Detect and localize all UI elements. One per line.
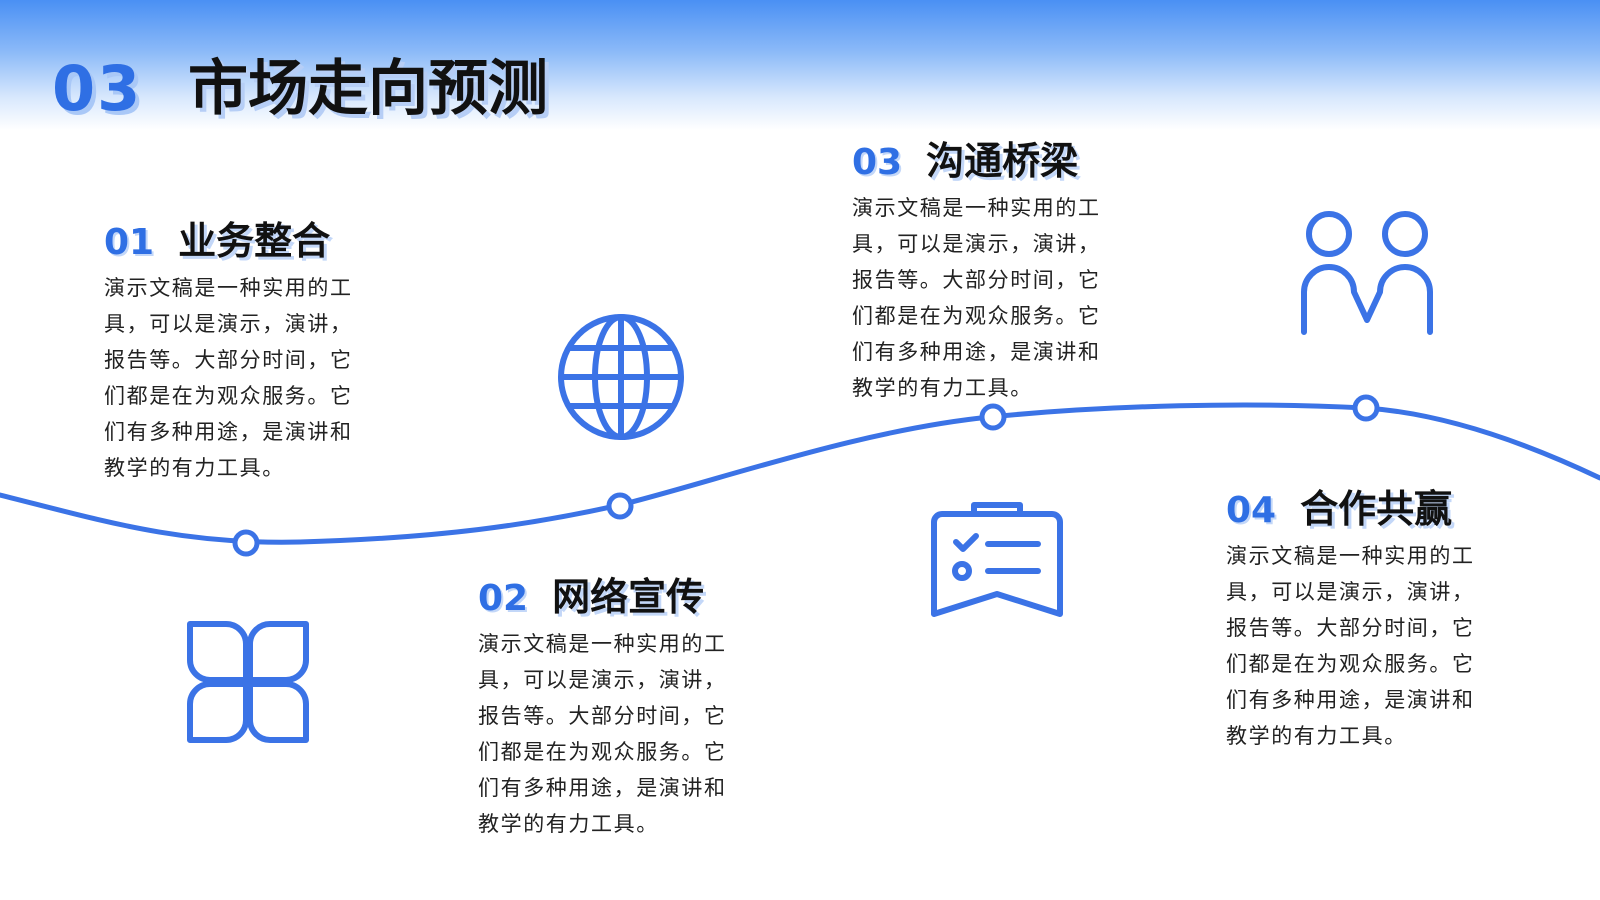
item-title: 网络宣传 xyxy=(552,575,705,619)
item-title: 沟通桥梁 xyxy=(926,139,1079,183)
grid-icon xyxy=(187,621,309,743)
section-number: 03 xyxy=(52,52,143,125)
item-heading: 01 业务整合 xyxy=(104,210,404,263)
item-business-integration: 01 业务整合 演示文稿是一种实用的工具，可以是演示，演讲，报告等。大部分时间，… xyxy=(104,210,404,486)
item-communication-bridge: 03 沟通桥梁 演示文稿是一种实用的工具，可以是演示，演讲，报告等。大部分时间，… xyxy=(852,130,1152,406)
timeline-node-1 xyxy=(232,529,260,557)
item-description: 演示文稿是一种实用的工具，可以是演示，演讲，报告等。大部分时间，它们都是在为观众… xyxy=(852,196,1101,400)
item-title: 业务整合 xyxy=(178,219,331,263)
item-description: 演示文稿是一种实用的工具，可以是演示，演讲，报告等。大部分时间，它们都是在为观众… xyxy=(104,276,353,480)
item-number: 03 xyxy=(852,142,903,183)
item-description: 演示文稿是一种实用的工具，可以是演示，演讲，报告等。大部分时间，它们都是在为观众… xyxy=(478,632,727,836)
item-title: 合作共赢 xyxy=(1300,487,1453,531)
item-number: 04 xyxy=(1226,490,1277,531)
clipboard-checklist-icon xyxy=(931,502,1063,617)
item-win-win-cooperation: 04 合作共赢 演示文稿是一种实用的工具，可以是演示，演讲，报告等。大部分时间，… xyxy=(1226,478,1526,754)
item-heading: 03 沟通桥梁 xyxy=(852,130,1152,183)
timeline-node-3 xyxy=(979,403,1007,431)
item-online-promotion: 02 网络宣传 演示文稿是一种实用的工具，可以是演示，演讲，报告等。大部分时间，… xyxy=(478,566,778,842)
timeline-node-2 xyxy=(606,492,634,520)
header-gradient-band xyxy=(0,0,1600,130)
item-heading: 02 网络宣传 xyxy=(478,566,778,619)
people-icon xyxy=(1301,211,1433,335)
timeline-node-4 xyxy=(1352,394,1380,422)
page-title: 市场走向预测 xyxy=(188,54,548,124)
item-heading: 04 合作共赢 xyxy=(1226,478,1526,531)
globe-icon xyxy=(558,314,684,440)
item-description: 演示文稿是一种实用的工具，可以是演示，演讲，报告等。大部分时间，它们都是在为观众… xyxy=(1226,544,1475,748)
item-number: 02 xyxy=(478,578,529,619)
item-number: 01 xyxy=(104,222,155,263)
